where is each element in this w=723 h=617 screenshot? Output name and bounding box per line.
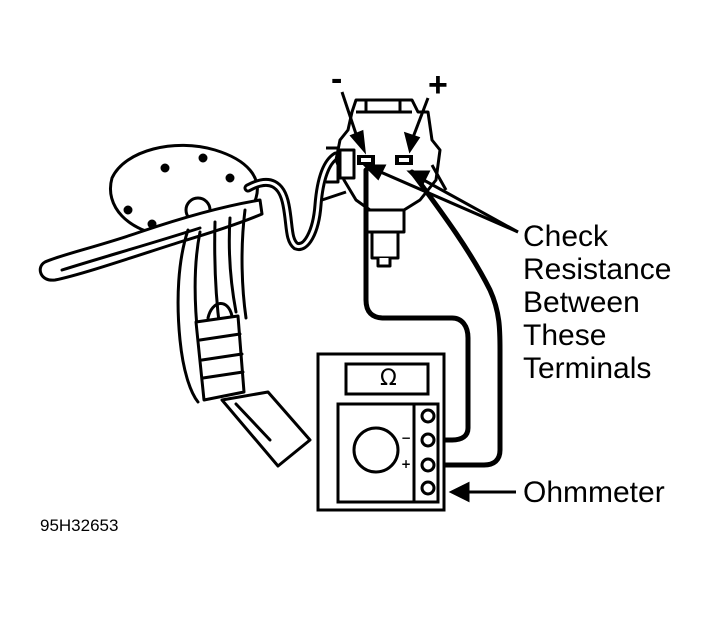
test-leads — [363, 167, 503, 468]
ohm-symbol: Ω — [380, 366, 397, 391]
callout-line-5: Terminals — [523, 352, 652, 385]
callout-line-1: Check — [523, 220, 609, 253]
jack-pos-label: + — [401, 457, 412, 471]
ohmmeter-callout: Ohmmeter — [523, 476, 665, 509]
jack-pos — [420, 457, 436, 473]
jack-1 — [420, 408, 436, 424]
ohmmeter — [316, 352, 446, 512]
fuel-pump-assembly — [38, 143, 341, 468]
negative-sign-label: - — [331, 60, 343, 98]
positive-lead — [409, 169, 503, 468]
ohmmeter-display — [344, 362, 430, 396]
jack-neg — [420, 432, 436, 448]
callout-arrows — [362, 164, 519, 503]
positive-sign-label: + — [428, 66, 448, 104]
jack-neg-label: − — [401, 431, 412, 445]
ohmmeter-dial — [352, 426, 400, 474]
figure-code: 95H32653 — [40, 516, 119, 535]
negative-lead — [363, 167, 471, 443]
electrical-connector — [321, 98, 448, 268]
callout-line-2: Resistance — [523, 253, 672, 286]
jack-4 — [420, 480, 436, 496]
callout-line-4: These — [523, 319, 607, 352]
callout-line-3: Between — [523, 286, 640, 319]
